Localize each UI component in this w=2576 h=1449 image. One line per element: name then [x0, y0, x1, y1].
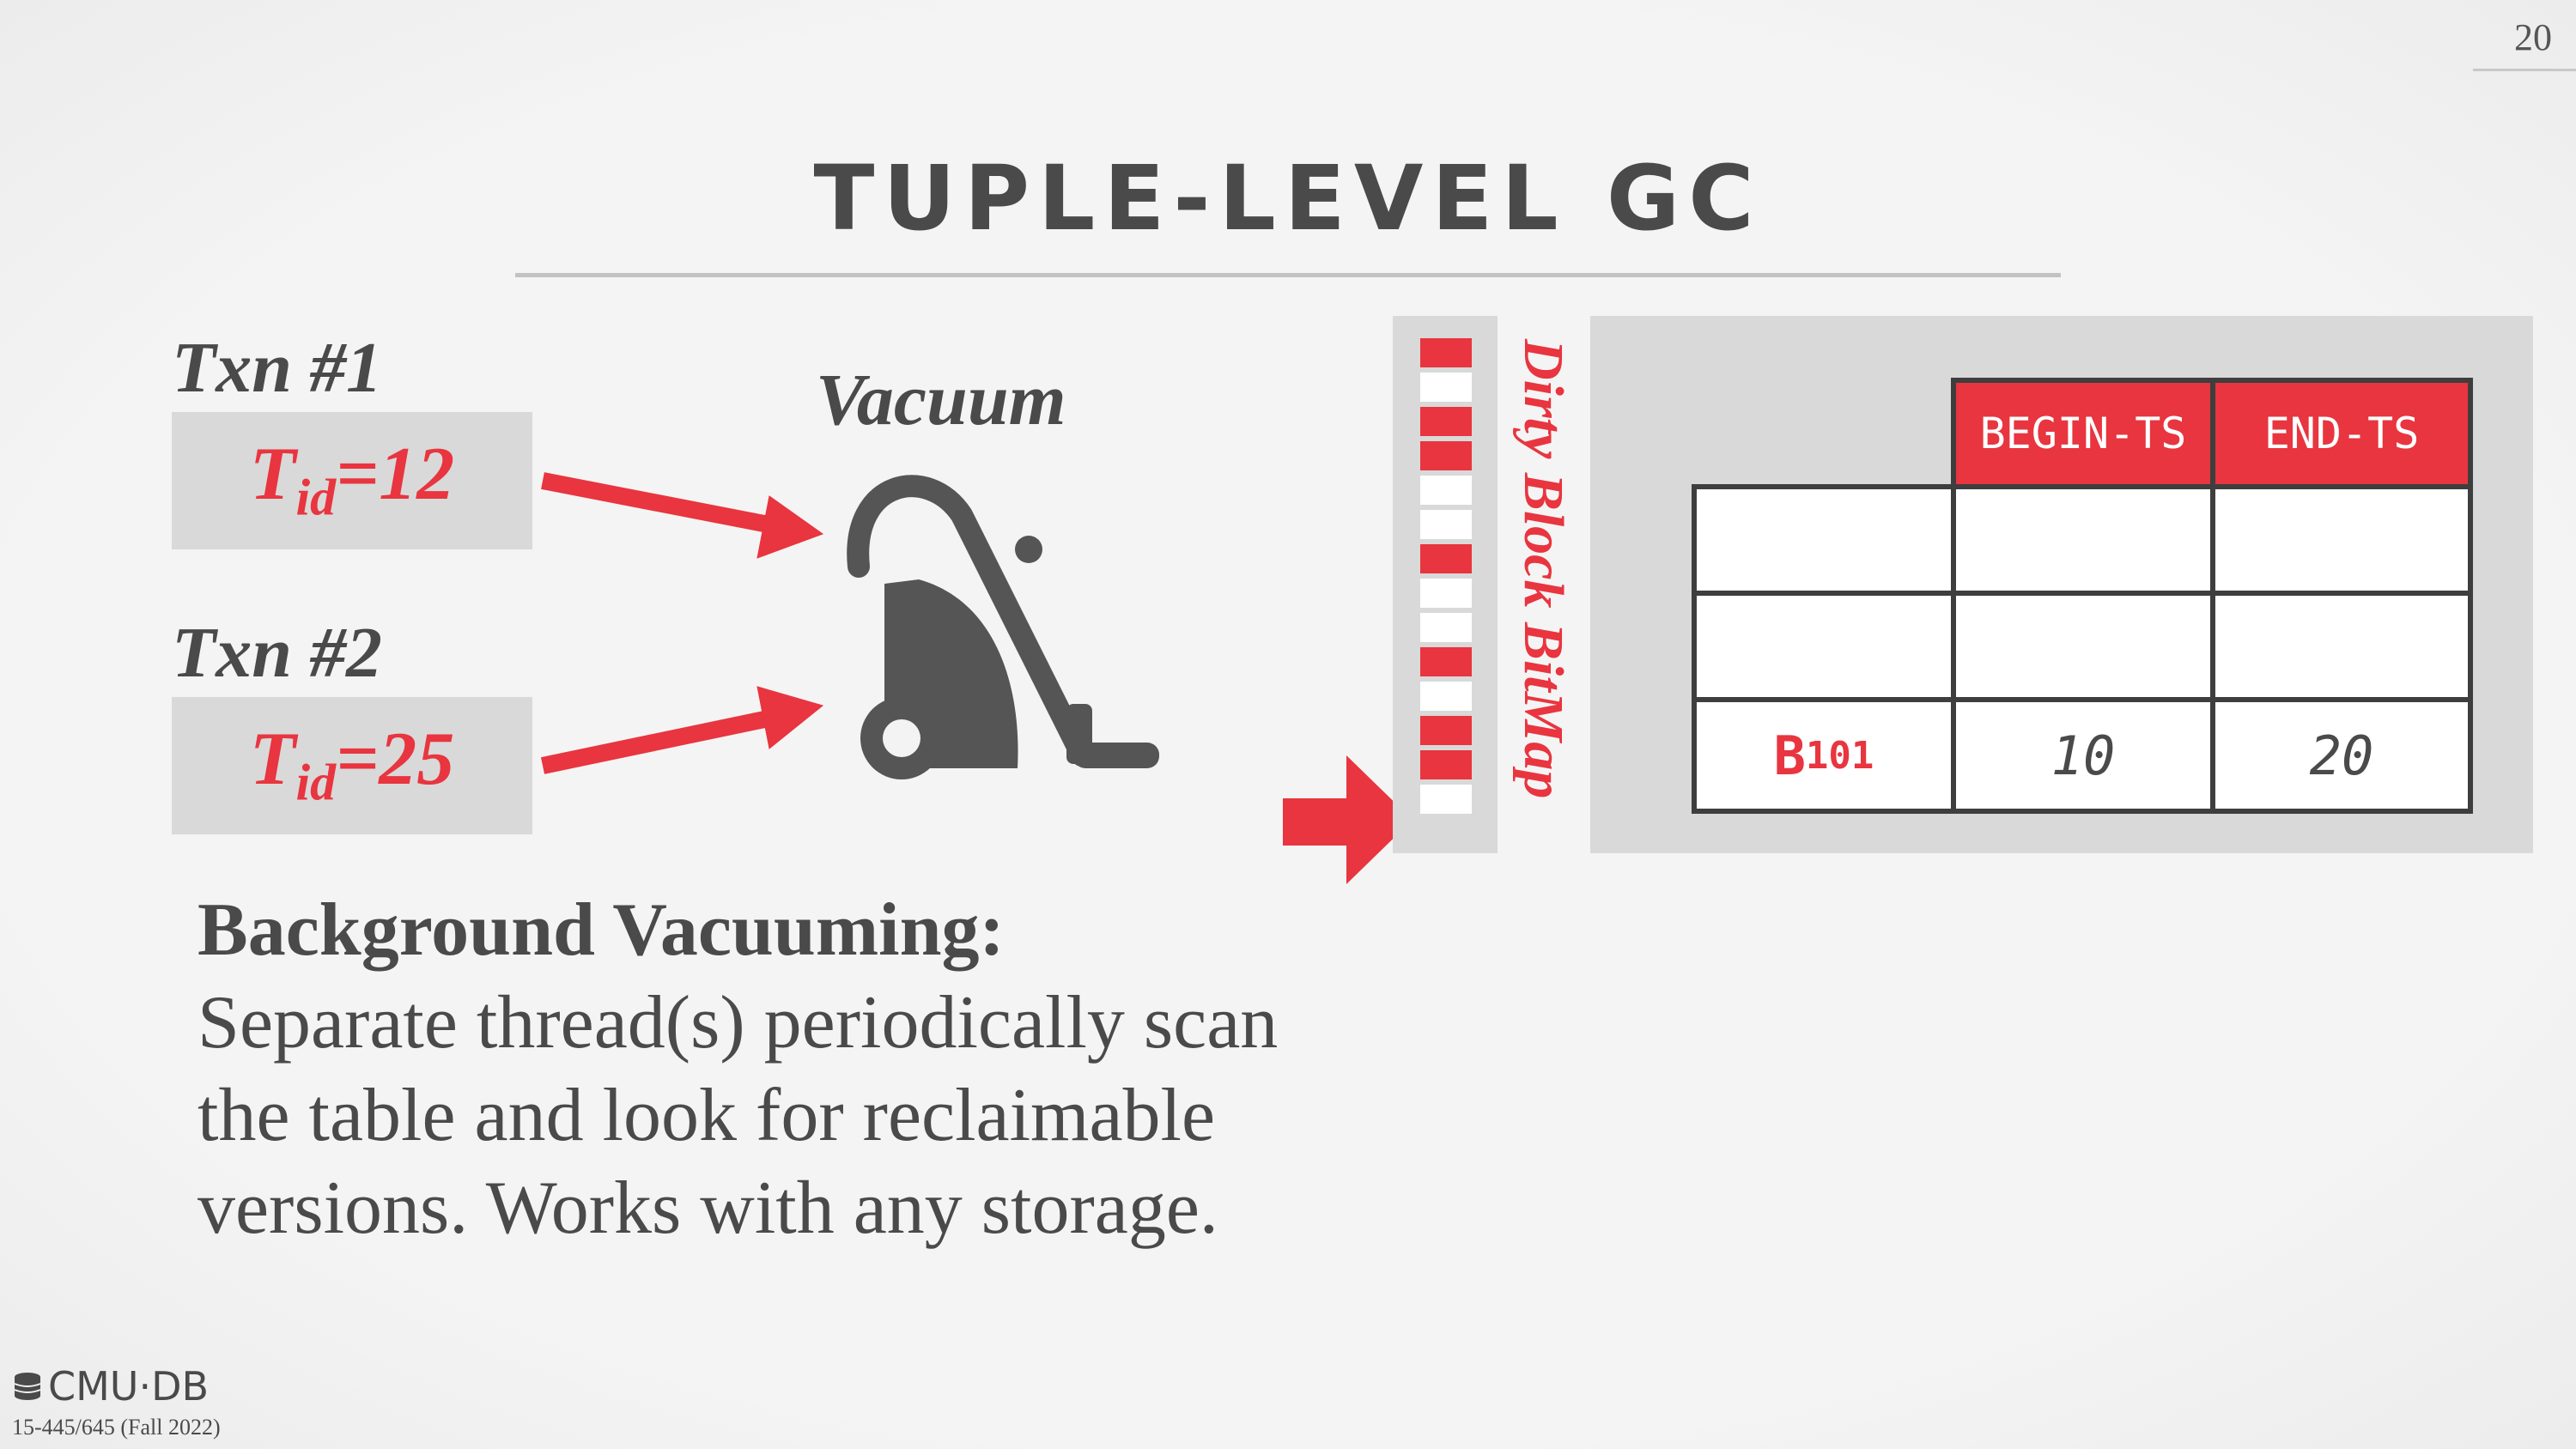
txn1-tid: Tid=12	[249, 433, 455, 526]
bitmap-bit-clean	[1420, 373, 1472, 402]
row1-label-cell	[1692, 484, 1956, 596]
vacuum-label: Vacuum	[816, 358, 1066, 440]
cmu-db-logo: CMU·DB	[12, 1363, 209, 1410]
row3-begin-value: 10	[2050, 724, 2116, 787]
bitmap-bit-clean	[1420, 785, 1472, 814]
slide-title: TUPLE-LEVEL GC	[813, 146, 1763, 251]
row2-end-cell	[2210, 591, 2473, 702]
bitmap-bit-dirty	[1420, 338, 1472, 367]
row1-end-cell	[2210, 484, 2473, 596]
txn2-arrow-icon	[540, 686, 824, 774]
row2-begin-cell	[1951, 591, 2215, 702]
bitmap-bit-dirty	[1420, 441, 1472, 470]
dirty-block-bitmap	[1393, 316, 1498, 853]
txn1-label: Txn #1	[172, 328, 383, 408]
bitmap-pointer-arrow-icon	[1283, 755, 1413, 884]
bitmap-bit-clean	[1420, 476, 1472, 505]
row1-begin-cell	[1951, 484, 2215, 596]
txn1-arrow-icon	[541, 472, 824, 559]
row3-begin-cell: 10	[1951, 697, 2215, 814]
title-rule	[515, 273, 2061, 277]
txn1-tid-box: Tid=12	[172, 412, 532, 549]
bitmap-bit-clean	[1420, 510, 1472, 539]
bitmap-bit-dirty	[1420, 716, 1472, 745]
body-paragraph: Separate thread(s) periodically scan the…	[197, 981, 1279, 1250]
header-end-ts: END-TS	[2210, 378, 2473, 489]
vacuum-icon	[847, 475, 1159, 779]
bitmap-bit-clean	[1420, 613, 1472, 642]
header-begin-ts: BEGIN-TS	[1951, 378, 2215, 489]
bitmap-label: Dirty Block BitMap	[1512, 339, 1575, 799]
database-icon	[14, 1373, 41, 1400]
logo-text: CMU·DB	[48, 1363, 210, 1410]
course-label: 15-445/645 (Fall 2022)	[12, 1415, 221, 1440]
txn2-tid: Tid=25	[249, 718, 455, 811]
bitmap-bit-dirty	[1420, 647, 1472, 676]
row3-end-value: 20	[2309, 724, 2374, 787]
row3-end-cell: 20	[2210, 697, 2473, 814]
body-text: Background Vacuuming: Separate thread(s)…	[197, 884, 1314, 1255]
bitmap-bit-dirty	[1420, 407, 1472, 436]
bitmap-bit-dirty	[1420, 750, 1472, 779]
body-heading: Background Vacuuming:	[197, 888, 1005, 972]
page-number-rule	[2473, 69, 2576, 71]
txn2-label: Txn #2	[172, 613, 383, 693]
row2-label-cell	[1692, 591, 1956, 702]
txn2-tid-box: Tid=25	[172, 697, 532, 834]
bitmap-bit-clean	[1420, 579, 1472, 608]
page-number: 20	[2514, 16, 2552, 58]
bitmap-bit-clean	[1420, 682, 1472, 711]
bitmap-bit-dirty	[1420, 544, 1472, 573]
